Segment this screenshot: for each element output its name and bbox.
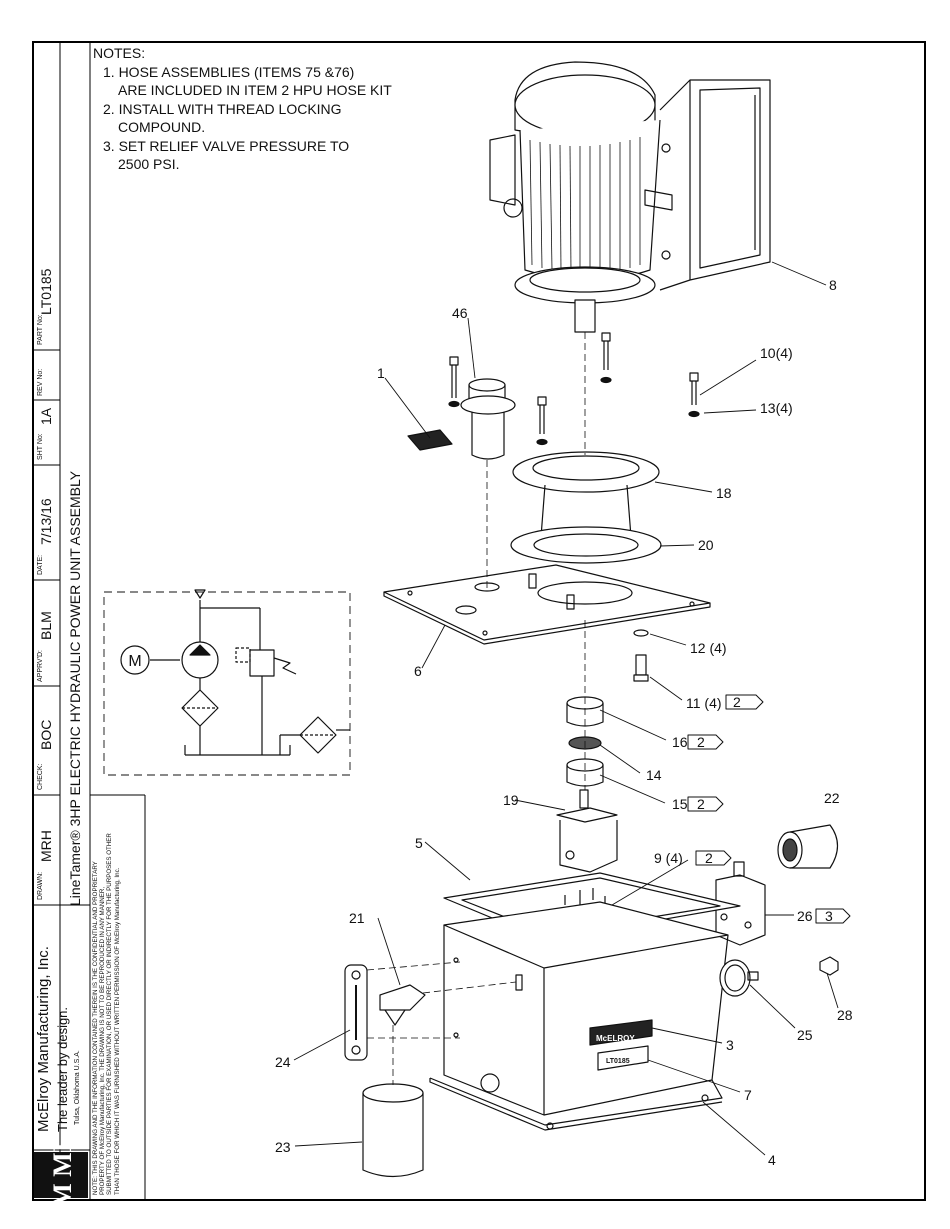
note-line-3: 2. INSTALL WITH THREAD LOCKING — [103, 100, 342, 117]
brand-plate — [589, 1019, 653, 1071]
callout-26-note: 3 — [825, 908, 833, 924]
callout-26: 26 — [797, 908, 813, 924]
hydraulic-pump — [556, 789, 618, 873]
tank-brand-text: McELROY — [596, 1034, 635, 1043]
callout-7: 7 — [744, 1087, 752, 1103]
pump-adapter — [460, 378, 516, 460]
breather-cap — [819, 956, 839, 976]
callout-11: 11 (4) — [686, 695, 722, 711]
alignment-lines — [366, 332, 586, 1085]
warning-decal — [407, 429, 453, 451]
note-line-5: 3. SET RELIEF VALVE PRESSURE TO — [103, 137, 350, 154]
note-line-6: 2500 PSI. — [118, 156, 180, 172]
callout-labels: M 8 46 1 10(4) 13(4) 18 20 6 12 (4) 11 (… — [128, 277, 852, 1168]
callout-21: 21 — [349, 910, 365, 926]
bell-housing — [512, 451, 660, 560]
gasket — [510, 526, 662, 564]
callout-9: 9 (4) — [654, 850, 683, 866]
electric-motor — [489, 61, 771, 333]
callout-6: 6 — [414, 663, 422, 679]
leader-lines — [293, 261, 839, 1156]
reservoir-tank — [443, 901, 729, 1116]
callout-8: 8 — [829, 277, 837, 293]
callout-22: 22 — [824, 790, 840, 806]
callout-20: 20 — [698, 537, 714, 553]
mounting-plate — [383, 564, 711, 645]
note-line-1: 1. HOSE ASSEMBLIES (ITEMS 75 &76) — [103, 63, 355, 80]
motor-symbol-label: M — [128, 653, 141, 670]
callout-28: 28 — [837, 1007, 853, 1023]
callout-16: 16 — [672, 734, 688, 750]
callout-15: 15 — [672, 796, 688, 812]
callout-19: 19 — [503, 792, 519, 808]
notes-title: NOTES: — [93, 45, 146, 61]
mounting-bolts — [448, 332, 700, 446]
tank-base-plate — [429, 1077, 723, 1131]
callout-11-note: 2 — [733, 694, 741, 710]
callout-1: 1 — [377, 365, 385, 381]
drawing-frame — [32, 41, 926, 1201]
callout-18: 18 — [716, 485, 732, 501]
callout-4: 4 — [768, 1152, 776, 1168]
tank-tag-text: LT0185 — [606, 1058, 630, 1065]
svg-text:M MI: M MI — [48, 1142, 77, 1208]
note-line-4: COMPOUND. — [118, 119, 206, 135]
callout-25: 25 — [797, 1027, 813, 1043]
pressure-gauge — [719, 959, 759, 997]
callout-46: 46 — [452, 305, 468, 321]
callout-13: 13(4) — [760, 400, 793, 416]
hydraulic-schematic — [103, 589, 351, 776]
callout-24: 24 — [275, 1054, 291, 1070]
callout-12: 12 (4) — [690, 640, 727, 656]
callout-14: 14 — [646, 767, 662, 783]
ball-valve — [379, 984, 426, 1026]
note-line-2: ARE INCLUDED IN ITEM 2 HPU HOSE KIT — [118, 82, 392, 98]
callout-16-note: 2 — [697, 734, 705, 750]
sight-gauge — [344, 964, 368, 1061]
washer-and-bolt — [633, 629, 649, 682]
callout-15-note: 2 — [697, 796, 705, 812]
callout-23: 23 — [275, 1139, 291, 1155]
return-filter — [362, 1083, 424, 1178]
notes-block: NOTES: 1. HOSE ASSEMBLIES (ITEMS 75 &76)… — [93, 44, 392, 174]
callout-3: 3 — [726, 1037, 734, 1053]
callout-5: 5 — [415, 835, 423, 851]
callout-9-note: 2 — [705, 850, 713, 866]
suction-strainer — [777, 824, 839, 869]
note-flags — [687, 694, 851, 924]
callout-10: 10(4) — [760, 345, 793, 361]
